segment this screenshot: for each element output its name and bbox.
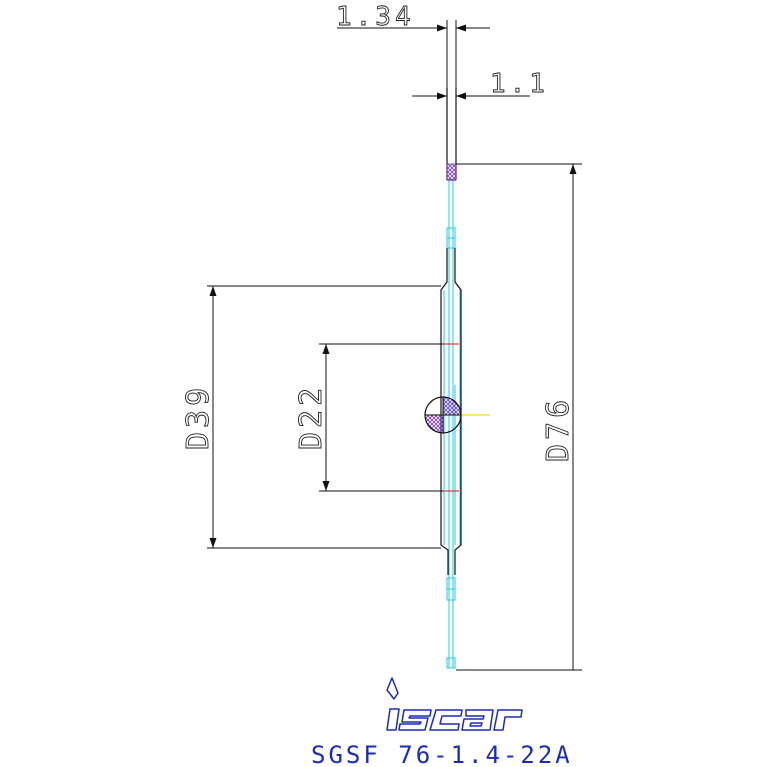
dim-width-total	[337, 20, 490, 88]
dim-width-total-label: 1.34	[336, 2, 415, 32]
dim-hole-diameter-label: D22	[294, 384, 329, 450]
insert-tip-hatch	[446, 163, 457, 181]
iscar-logo: iscar	[386, 677, 523, 731]
blade-centerlines	[443, 180, 461, 669]
dim-hub-diameter	[207, 285, 441, 549]
dim-hub-diameter-label: D39	[181, 384, 216, 450]
center-symbol	[424, 396, 462, 434]
dim-width-blade-label: 1.1	[490, 69, 549, 99]
dim-outer-diameter	[456, 163, 582, 671]
section-markers	[443, 343, 459, 492]
dim-hole-diameter	[319, 343, 443, 492]
part-code: SGSF 76-1.4-22A	[311, 741, 573, 767]
dim-outer-diameter-label: D76	[541, 396, 576, 462]
